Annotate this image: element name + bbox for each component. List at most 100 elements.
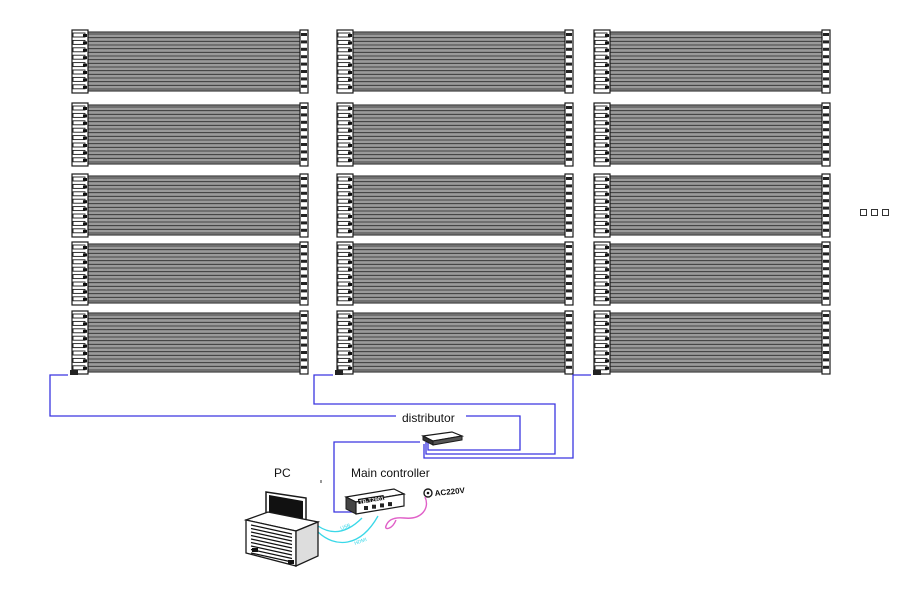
cap-pin — [823, 274, 829, 278]
panel-right-cap — [564, 310, 574, 375]
cap-pin — [823, 47, 829, 51]
pc-label: PC — [274, 466, 291, 480]
main-controller-label: Main controller — [351, 466, 430, 480]
cap-pin — [566, 177, 572, 180]
connector-pin-tip — [83, 253, 87, 257]
cap-pin — [566, 33, 572, 36]
cap-pin — [566, 150, 572, 154]
panel-body — [87, 243, 301, 304]
pc-case-grille — [250, 552, 293, 563]
panel-body — [352, 243, 566, 304]
connector-pin-tip — [348, 229, 352, 233]
cap-pin — [566, 343, 572, 347]
controller-port — [388, 502, 392, 507]
cap-pin — [823, 214, 829, 217]
cap-pin — [301, 84, 307, 88]
cap-pin — [823, 365, 829, 369]
connector-pin-tip — [83, 136, 87, 140]
pc-case-foot — [288, 560, 294, 564]
cap-pin — [566, 245, 572, 248]
connector-pin-tip — [605, 85, 609, 89]
connector-pin-tip — [605, 192, 609, 196]
connector-pin-tip — [348, 41, 352, 45]
panel-body — [87, 175, 301, 236]
connector-pin-tip — [605, 352, 609, 355]
cap-pin — [566, 289, 572, 293]
cap-pin — [823, 252, 829, 256]
connector-pin-tip — [605, 136, 609, 140]
connector-pin-tip — [83, 121, 87, 125]
connector-pin-tip — [348, 151, 352, 155]
connector-pin-tip — [605, 246, 609, 249]
cap-pin — [823, 84, 829, 88]
panel-right-cap — [564, 29, 574, 94]
led-panel — [593, 29, 831, 94]
panel-left-connector — [593, 173, 611, 238]
cap-pin — [823, 228, 829, 232]
connector-pin-tip — [83, 283, 87, 286]
connector-pin-tip — [348, 71, 352, 74]
controller-port — [372, 504, 376, 509]
connector-pin-tip — [605, 337, 609, 341]
panel-left-connector — [336, 29, 354, 94]
connector-pin-tip — [348, 260, 352, 264]
connector-pin-tip — [83, 297, 87, 301]
led-panel — [71, 310, 309, 375]
connector-pin-tip — [83, 85, 87, 89]
led-panel — [593, 241, 831, 306]
connector-pin-tip — [348, 297, 352, 301]
connector-pin-tip — [605, 48, 609, 52]
cap-pin — [823, 184, 829, 188]
panel-right-cap — [564, 102, 574, 167]
connector-pin-tip — [605, 229, 609, 233]
cap-pin — [301, 328, 307, 332]
cap-pin — [301, 191, 307, 195]
connector-pin-tip — [348, 352, 352, 355]
cap-pin — [566, 214, 572, 217]
connector-pin-tip — [605, 359, 609, 363]
connector-pin-tip — [348, 136, 352, 140]
led-panel — [336, 241, 574, 306]
connector-pin-tip — [83, 151, 87, 155]
cap-pin — [301, 206, 307, 210]
panel-body — [609, 312, 823, 373]
cap-pin — [301, 358, 307, 362]
cap-pin — [566, 336, 572, 340]
connector-pin-tip — [83, 322, 87, 326]
cap-pin — [823, 77, 829, 81]
connector-pin-tip — [348, 178, 352, 181]
panel-right-cap — [564, 241, 574, 306]
cap-pin — [301, 228, 307, 232]
pc-case-grille — [250, 527, 293, 539]
usb-label: USB — [340, 522, 352, 531]
led-panel — [71, 173, 309, 238]
controller-label-plate — [357, 494, 385, 504]
led-panel — [336, 29, 574, 94]
connector-pin-tip — [83, 275, 87, 279]
cap-pin — [566, 191, 572, 195]
cap-pin — [566, 157, 572, 161]
pc-workstation — [243, 480, 322, 568]
panel-left-connector — [593, 310, 611, 375]
panel-right-cap — [564, 173, 574, 238]
connector-pin-tip — [605, 366, 609, 370]
connector-pin-tip — [83, 290, 87, 294]
cap-pin — [301, 267, 307, 271]
panel-body — [609, 175, 823, 236]
cap-pin — [823, 351, 829, 354]
cap-pin — [566, 365, 572, 369]
panel-body — [352, 312, 566, 373]
cap-pin — [301, 245, 307, 248]
cap-pin — [301, 321, 307, 325]
cap-pin — [823, 343, 829, 347]
cap-pin — [823, 33, 829, 36]
cap-pin — [566, 282, 572, 285]
connector-pin-tip — [83, 366, 87, 370]
cap-pin — [301, 214, 307, 217]
main-controller-box: TB-T2901 — [344, 488, 406, 515]
cap-pin — [566, 128, 572, 132]
panel-body — [352, 31, 566, 92]
connector-pin-tip — [83, 215, 87, 218]
